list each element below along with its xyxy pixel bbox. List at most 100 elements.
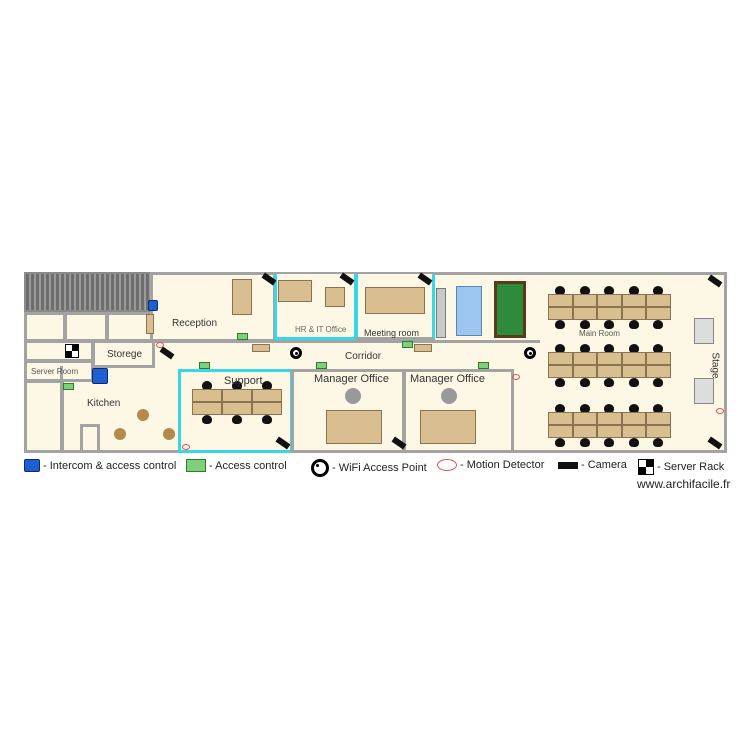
motion-detector-icon <box>182 444 190 450</box>
desk <box>597 307 622 320</box>
desk <box>572 294 597 307</box>
chair <box>555 378 566 387</box>
desk <box>621 425 646 438</box>
chair <box>604 344 615 353</box>
sofa <box>456 286 482 336</box>
chair <box>604 438 615 447</box>
motion-detector-icon <box>716 408 724 414</box>
chair <box>604 404 615 413</box>
desk <box>222 389 252 402</box>
chair <box>555 320 566 329</box>
legend-server-rack: - Server Rack <box>638 459 724 475</box>
legend-label: - WiFi Access Point <box>332 462 427 474</box>
pool-table <box>494 281 526 338</box>
desk <box>252 402 282 415</box>
kitchen-table <box>114 428 126 440</box>
chair <box>579 286 590 295</box>
chair <box>555 286 566 295</box>
room-label-meeting: Meeting room <box>364 328 420 338</box>
motion-detector-icon <box>437 459 457 471</box>
chair <box>579 438 590 447</box>
round-table <box>441 388 457 404</box>
access-control-icon <box>237 333 248 340</box>
kitchen-wall <box>60 366 63 453</box>
kitchen-table <box>137 409 149 421</box>
stage-speaker <box>694 318 714 344</box>
access-control-icon <box>316 362 327 369</box>
chair <box>202 381 212 390</box>
storage-room <box>92 340 155 368</box>
legend-label: - Camera <box>581 459 627 471</box>
desk <box>548 294 573 307</box>
toilet-room-2 <box>24 380 64 453</box>
legend-label: - Access control <box>209 459 287 472</box>
motion-detector-icon <box>156 342 164 348</box>
chair <box>653 320 664 329</box>
room-label-corridor: Corridor <box>345 351 382 362</box>
wifi-access-point-icon <box>311 459 329 477</box>
desk <box>572 365 597 378</box>
chair <box>628 286 639 295</box>
round-table <box>345 388 361 404</box>
bench <box>252 344 270 352</box>
room-label-storage: Storege <box>107 349 143 360</box>
access-control-icon <box>402 341 413 348</box>
reception-desk <box>232 279 252 315</box>
chair <box>555 404 566 413</box>
desk <box>621 307 646 320</box>
room-label-reception: Reception <box>172 318 218 329</box>
desk <box>572 425 597 438</box>
chair <box>579 378 590 387</box>
chair <box>232 415 242 424</box>
chair <box>604 320 615 329</box>
desk <box>548 425 573 438</box>
desk <box>621 412 646 425</box>
chair <box>653 438 664 447</box>
legend-label: - Server Rack <box>657 461 725 473</box>
server-rack-icon <box>638 459 654 475</box>
room-label-hr-it: HR & IT Office <box>295 325 347 334</box>
room-label-support: Support <box>224 375 263 387</box>
desk <box>192 389 222 402</box>
desk <box>621 352 646 365</box>
chair <box>604 286 615 295</box>
meeting-table <box>365 287 425 314</box>
chair <box>628 344 639 353</box>
staircase <box>24 272 152 312</box>
legend-motion: - Motion Detector <box>437 459 544 471</box>
desk <box>222 402 252 415</box>
reception-room <box>150 272 276 342</box>
room-label-kitchen: Kitchen <box>87 398 121 409</box>
desk <box>548 412 573 425</box>
kitchen-table <box>163 428 175 440</box>
chair <box>202 415 212 424</box>
chair <box>653 404 664 413</box>
desk <box>646 365 671 378</box>
access-control-icon <box>199 362 210 369</box>
kitchen-cabinet <box>80 424 100 453</box>
chair <box>628 378 639 387</box>
desk <box>572 412 597 425</box>
desk <box>597 294 622 307</box>
washroom <box>64 312 108 342</box>
desk <box>192 402 222 415</box>
server-rack-icon <box>65 344 79 358</box>
room-label-manager-office-2: Manager Office <box>410 373 486 385</box>
motion-detector-icon <box>512 374 520 380</box>
legend-access-control: - Access control <box>186 459 287 472</box>
chair <box>262 415 272 424</box>
access-control-icon <box>478 362 489 369</box>
bench <box>414 344 432 352</box>
room-label-main-room: Main Room <box>579 329 620 338</box>
chair <box>653 344 664 353</box>
it-desk <box>325 287 345 307</box>
intercom-icon <box>148 300 158 311</box>
legend-camera: - Camera <box>558 459 627 471</box>
chair <box>653 286 664 295</box>
hr-desk <box>278 280 312 302</box>
desk <box>646 412 671 425</box>
chair <box>579 320 590 329</box>
chair <box>628 320 639 329</box>
desk <box>572 307 597 320</box>
shelf <box>146 314 154 334</box>
